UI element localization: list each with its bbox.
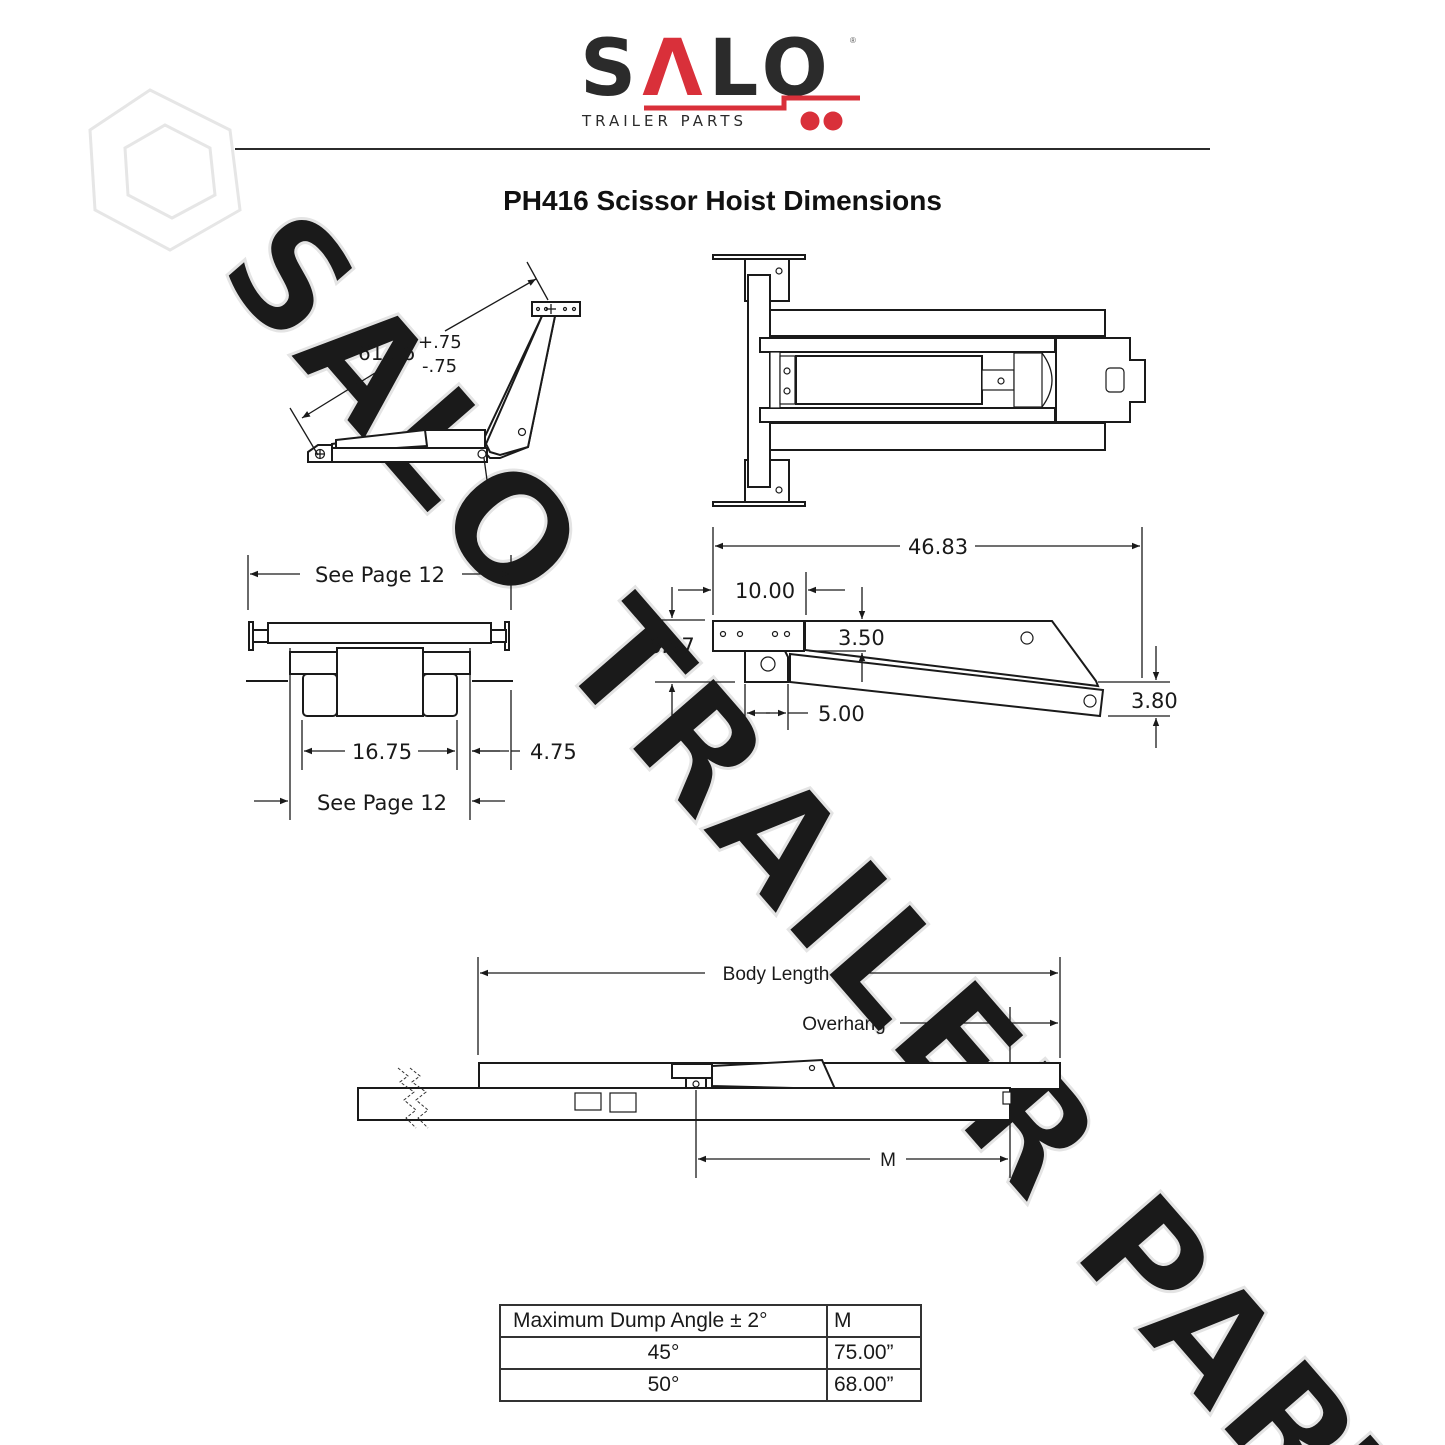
- side-raised-view: 61.16 +.75 -.75: [289, 261, 581, 481]
- end-view: See Page 12 16.75 4.75 See Page 12: [246, 555, 577, 820]
- logo-accent-icon: [644, 95, 860, 111]
- page-title: PH416 Scissor Hoist Dimensions: [503, 185, 942, 216]
- dim-3-80: 3.80: [1131, 689, 1178, 713]
- label-body-length: Body Length: [723, 964, 830, 985]
- tol-plus: +.75: [418, 332, 462, 353]
- registered-mark: ®: [850, 36, 856, 45]
- dim-3-50: 3.50: [838, 626, 885, 650]
- trailer-install-view: Body Length Overhang M: [357, 957, 1061, 1178]
- header-divider: [235, 148, 1210, 150]
- dim-10-00: 10.00: [735, 579, 795, 603]
- table-cell-m: 75.00”: [826, 1336, 922, 1370]
- logo-wordmark: SΛLO: [580, 24, 834, 114]
- table-row: 50° 68.00”: [499, 1368, 922, 1402]
- table-cell-angle: 45°: [499, 1336, 828, 1370]
- side-lowered-view: 46.83 10.00 6.97 3.50 5.00: [648, 527, 1178, 748]
- label-m: M: [880, 1150, 896, 1171]
- dim-46-83: 46.83: [908, 535, 968, 559]
- brand-logo: SΛLO ® TRAILER PARTS: [580, 30, 860, 135]
- table-header-angle: Maximum Dump Angle ± 2°: [499, 1304, 828, 1338]
- table-row: 45° 75.00”: [499, 1336, 922, 1370]
- tol-minus: -.75: [422, 356, 457, 377]
- logo-wheels-icon: [800, 111, 843, 131]
- top-view: [712, 254, 1146, 507]
- dim-4-75: 4.75: [530, 740, 577, 764]
- table-cell-m: 68.00”: [826, 1368, 922, 1402]
- table-header-m: M: [826, 1304, 922, 1338]
- dim-see-page-12-bottom: See Page 12: [317, 791, 447, 815]
- dim-5-00: 5.00: [818, 702, 865, 726]
- dump-angle-table: Maximum Dump Angle ± 2° M 45° 75.00” 50°…: [499, 1304, 922, 1402]
- dim-61-16: 61.16: [358, 341, 415, 365]
- table-header-row: Maximum Dump Angle ± 2° M: [499, 1304, 922, 1338]
- dim-see-page-12-top: See Page 12: [315, 563, 445, 587]
- label-overhang: Overhang: [802, 1014, 885, 1035]
- logo-subtitle: TRAILER PARTS: [582, 112, 748, 130]
- dim-16-75: 16.75: [352, 740, 412, 764]
- table-cell-angle: 50°: [499, 1368, 828, 1402]
- dim-6-97: 6.97: [648, 634, 695, 658]
